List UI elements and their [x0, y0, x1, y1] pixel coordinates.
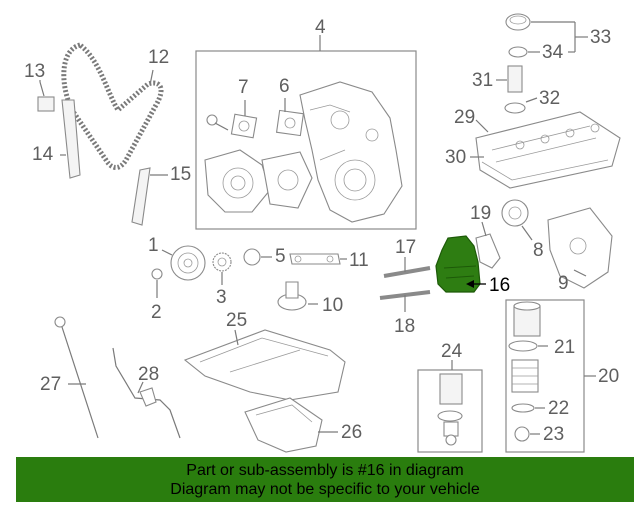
callout-14: 14 [32, 144, 54, 165]
callout-12: 12 [148, 47, 169, 68]
dipstick-guide-part [112, 347, 181, 439]
banner-line-1: Part or sub-assembly is #16 in diagram [186, 462, 464, 479]
callout-3: 3 [216, 287, 227, 308]
oil-pan-upper-part [183, 329, 346, 401]
callout-7: 7 [238, 77, 249, 98]
callout-28: 28 [138, 364, 159, 385]
callout-8: 8 [533, 240, 544, 261]
bolt-18-part [379, 290, 431, 312]
callout-27: 27 [40, 374, 61, 395]
oil-pan-lower-part [244, 397, 338, 453]
filter-cap-part [511, 359, 539, 393]
crank-pulley-part [161, 245, 206, 281]
chain-slipper-part [131, 167, 151, 226]
chain-tensioner-part [37, 81, 55, 112]
o-ring-22-part [511, 403, 545, 413]
callout-30: 30 [445, 147, 466, 168]
bracket-11-part [289, 253, 347, 265]
gasket-6-part [275, 109, 305, 137]
oil-filter-element-24-part [437, 373, 463, 446]
callout-13: 13 [24, 61, 45, 82]
drain-plug-part [514, 426, 540, 442]
oil-strainer-part [277, 281, 318, 311]
timing-cover-part [299, 81, 403, 223]
stud-17-part [383, 257, 431, 278]
oil-filler-cap-part [505, 13, 575, 31]
o-ring-21-part [508, 340, 548, 352]
sprocket-part [212, 252, 232, 285]
o-ring-5-part [243, 248, 261, 266]
callout-2: 2 [151, 302, 162, 323]
callout-20: 20 [598, 366, 619, 387]
callout-4: 4 [315, 17, 326, 38]
callout-24: 24 [441, 341, 463, 362]
cover-9-part [547, 207, 613, 289]
oil-filter-element-part [513, 301, 541, 337]
callout-11: 11 [349, 250, 369, 271]
group-box-24 [417, 369, 483, 453]
valve-cover-gasket-part [481, 159, 609, 181]
gasket-19-part [475, 221, 501, 269]
banner-line-2: Diagram may not be specific to your vehi… [170, 481, 480, 498]
info-banner: Part or sub-assembly is #16 in diagram D… [16, 457, 634, 502]
callout-5: 5 [275, 246, 286, 267]
dipstick-part [54, 316, 99, 439]
callout-26: 26 [341, 422, 362, 443]
callout-21: 21 [554, 337, 575, 358]
callout-15: 15 [170, 164, 191, 185]
callout-19: 19 [470, 203, 491, 224]
valve-cover-part [475, 111, 621, 189]
group-box-4 [195, 50, 417, 230]
callout-6: 6 [279, 76, 290, 97]
callout-34: 34 [542, 42, 564, 63]
callout-29: 29 [454, 107, 475, 128]
cam-sprocket-part [501, 199, 533, 241]
breather-pipe-part [496, 65, 523, 93]
callout-17: 17 [395, 237, 416, 258]
callout-23: 23 [543, 424, 564, 445]
gasket-7-part [230, 113, 258, 139]
callout-25: 25 [226, 310, 247, 331]
filler-gasket-part [508, 46, 540, 58]
callout-1: 1 [148, 235, 159, 256]
chain-guide-part [61, 99, 81, 179]
callout-31: 31 [472, 70, 493, 91]
callout-16: 16 [489, 275, 510, 296]
callout-32: 32 [539, 88, 560, 109]
timing-chain-part [61, 42, 164, 170]
callout-18: 18 [394, 316, 415, 337]
callout-16-arrow [466, 280, 474, 288]
crank-bolt-part [151, 268, 163, 298]
callout-33: 33 [590, 27, 611, 48]
callout-9: 9 [558, 273, 569, 294]
callout-22: 22 [548, 398, 569, 419]
callout-10: 10 [322, 295, 343, 316]
gasket-32-part [504, 97, 538, 114]
water-pump-part [204, 149, 313, 213]
bolt-part [206, 114, 229, 131]
